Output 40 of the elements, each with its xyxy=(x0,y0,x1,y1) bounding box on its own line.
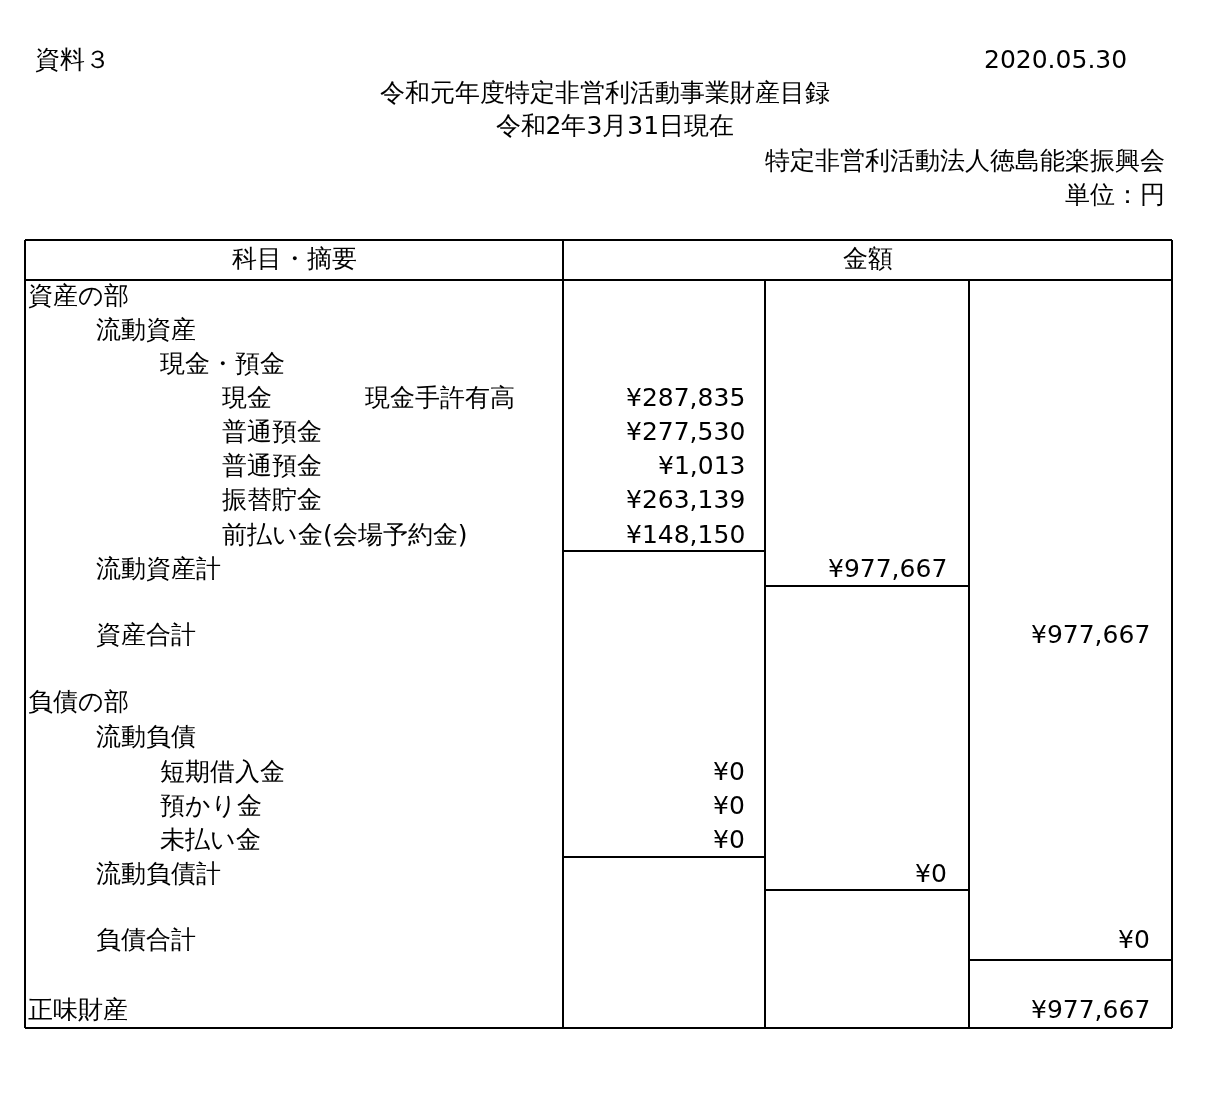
amount: ¥977,667 xyxy=(1031,620,1151,650)
amount: ¥148,150 xyxy=(626,520,746,550)
amount: ¥977,667 xyxy=(1031,995,1151,1025)
date: 2020.05.30 xyxy=(984,45,1128,75)
amount: ¥1,013 xyxy=(658,451,746,481)
account-name: 預かり金 xyxy=(160,791,262,821)
organization-name: 特定非営利活動法人徳島能楽振興会 xyxy=(765,146,1165,176)
account-name: 普通預金 xyxy=(222,417,322,447)
section-heading: 負債の部 xyxy=(28,687,129,717)
amount: ¥0 xyxy=(713,825,745,855)
account-name: 未払い金 xyxy=(160,825,261,855)
amount: ¥0 xyxy=(1118,925,1150,955)
account-name: 短期借入金 xyxy=(160,757,285,787)
column-header: 科目・摘要 xyxy=(231,244,357,274)
account-name: 流動資産 xyxy=(96,315,196,345)
section-heading: 資産の部 xyxy=(28,281,129,311)
account-name: 振替貯金 xyxy=(222,485,322,515)
amount: ¥0 xyxy=(713,757,745,787)
account-name: 普通預金 xyxy=(222,451,322,481)
account-name: 流動負債 xyxy=(96,722,196,752)
amount: ¥0 xyxy=(713,791,745,821)
unit-note: 単位：円 xyxy=(1065,180,1165,210)
document-title: 令和元年度特定非営利活動事業財産目録 xyxy=(379,78,831,108)
total-label: 正味財産 xyxy=(28,995,128,1025)
subtotal-label: 流動負債計 xyxy=(96,859,221,889)
account-name: 現金 xyxy=(222,383,272,413)
column-header: 金額 xyxy=(842,244,893,274)
account-description: 現金手許有高 xyxy=(365,383,515,413)
account-name: 現金・預金 xyxy=(160,349,285,379)
amount: ¥263,139 xyxy=(626,485,746,515)
total-label: 資産合計 xyxy=(96,620,196,650)
amount: ¥287,835 xyxy=(626,383,746,413)
document-label: 資料３ xyxy=(35,45,110,75)
account-name: 前払い金(会場予約金) xyxy=(222,520,468,550)
amount: ¥0 xyxy=(915,859,947,889)
amount: ¥977,667 xyxy=(828,554,948,584)
amount: ¥277,530 xyxy=(626,417,746,447)
subtotal-label: 流動資産計 xyxy=(96,554,221,584)
subtitle: 令和2年3月31日現在 xyxy=(495,111,735,141)
total-label: 負債合計 xyxy=(96,925,196,955)
